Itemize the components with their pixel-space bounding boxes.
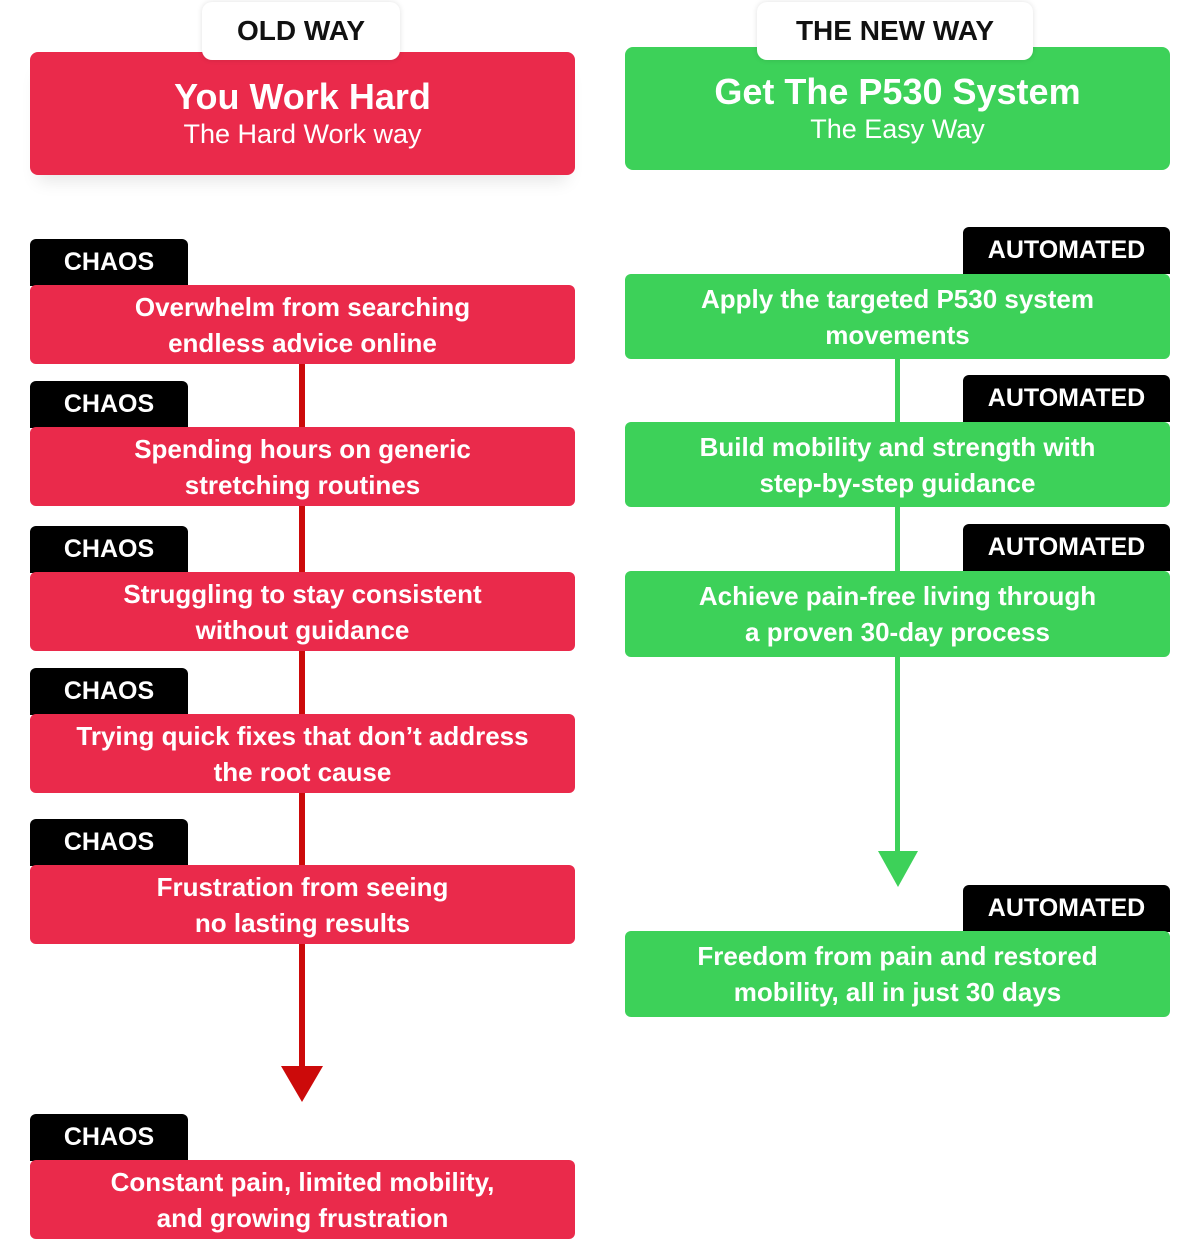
old-way-subtitle: The Hard Work way [183, 118, 422, 149]
old-step-5: Frustration from seeing no lasting resul… [30, 865, 575, 944]
new-way-title: Get The P530 System [714, 70, 1081, 112]
old-step-3: Struggling to stay consistent without gu… [30, 572, 575, 651]
old-way-header: You Work Hard The Hard Work way [30, 52, 575, 175]
old-step-1: Overwhelm from searching endless advice … [30, 285, 575, 364]
old-way-title: You Work Hard [174, 75, 431, 117]
chaos-label: CHAOS [30, 668, 188, 715]
chaos-label: CHAOS [30, 1114, 188, 1161]
old-step-4: Trying quick fixes that don’t address th… [30, 714, 575, 793]
new-step-1: Apply the targeted P530 system movements [625, 274, 1170, 359]
new-step-3: Achieve pain-free living through a prove… [625, 571, 1170, 657]
chaos-label: CHAOS [30, 239, 188, 286]
chaos-label: CHAOS [30, 819, 188, 866]
new-way-tab: THE NEW WAY [757, 2, 1033, 60]
old-arrow-head [281, 1066, 323, 1102]
old-result: Constant pain, limited mobility, and gro… [30, 1160, 575, 1239]
automated-label: AUTOMATED [963, 375, 1170, 422]
automated-label: AUTOMATED [963, 524, 1170, 571]
chaos-label: CHAOS [30, 526, 188, 573]
automated-label: AUTOMATED [963, 227, 1170, 274]
chaos-label: CHAOS [30, 381, 188, 428]
new-result: Freedom from pain and restored mobility,… [625, 931, 1170, 1017]
new-way-subtitle: The Easy Way [810, 113, 985, 144]
automated-label: AUTOMATED [963, 885, 1170, 932]
old-way-tab: OLD WAY [202, 2, 400, 60]
new-arrow-head [878, 851, 918, 887]
old-step-2: Spending hours on generic stretching rou… [30, 427, 575, 506]
new-step-2: Build mobility and strength with step-by… [625, 422, 1170, 507]
new-way-header: Get The P530 System The Easy Way [625, 47, 1170, 170]
